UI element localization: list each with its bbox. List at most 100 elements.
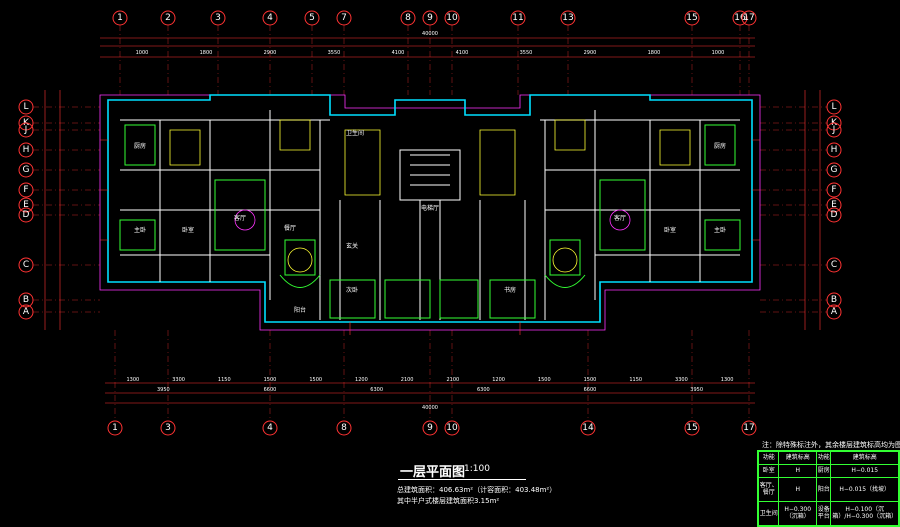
svg-text:4: 4 bbox=[267, 423, 273, 433]
axis-bubble-top: 3 bbox=[210, 10, 226, 26]
svg-text:D: D bbox=[23, 210, 30, 220]
elevation-legend-table: 功能 建筑标高 功能 建筑标高 卧室 H 厨房 H−0.015 客厅、餐厅 H … bbox=[757, 450, 900, 527]
svg-text:H: H bbox=[23, 145, 30, 155]
svg-text:17: 17 bbox=[743, 423, 754, 433]
legend-row: 卧室 H 厨房 H−0.015 bbox=[757, 463, 899, 478]
dimension-label-top: 2900 bbox=[584, 50, 597, 56]
dimension-label-top: 1000 bbox=[712, 50, 725, 56]
room-label: 客厅 bbox=[614, 214, 626, 222]
svg-text:G: G bbox=[23, 165, 30, 175]
legend-cell: 卧室 bbox=[757, 463, 780, 478]
axis-bubble-top: 10 bbox=[444, 10, 460, 26]
legend-header: 功能 bbox=[815, 451, 832, 465]
svg-text:3: 3 bbox=[165, 423, 171, 433]
svg-text:1: 1 bbox=[112, 423, 118, 433]
legend-cell: 客厅、餐厅 bbox=[757, 476, 780, 502]
svg-text:15: 15 bbox=[686, 423, 697, 433]
dimension-label-bottom: 6300 bbox=[477, 387, 490, 393]
building-walls bbox=[99, 94, 761, 335]
svg-text:3: 3 bbox=[215, 13, 221, 23]
room-label: 次卧 bbox=[346, 286, 358, 294]
svg-text:A: A bbox=[831, 307, 838, 317]
svg-text:A: A bbox=[23, 307, 30, 317]
axis-bubble-top: 5 bbox=[304, 10, 320, 26]
svg-text:15: 15 bbox=[686, 13, 697, 23]
svg-text:16: 16 bbox=[734, 13, 746, 23]
room-labels: 主卧 卧室 客厅 厨房 餐厅 卫生间 玄关 电梯厅 阳台 次卧 客厅 卧室 主卧… bbox=[134, 129, 726, 314]
svg-text:9: 9 bbox=[427, 423, 433, 433]
svg-text:C: C bbox=[23, 260, 29, 270]
dimension-label-top: 3550 bbox=[328, 50, 341, 56]
axis-bubble-bottom: 10 bbox=[444, 420, 460, 436]
axis-bubble-bottom: 8 bbox=[336, 420, 352, 436]
svg-text:8: 8 bbox=[341, 423, 347, 433]
axis-bubble-bottom: 9 bbox=[422, 420, 438, 436]
legend-cell: H−0.100（沉箱）/H−0.300（沉箱） bbox=[830, 500, 899, 527]
svg-text:G: G bbox=[831, 165, 838, 175]
axis-bubble-right: E bbox=[826, 197, 842, 213]
dimension-label-bottom: 3950 bbox=[690, 387, 703, 393]
dimension-label-bottom: 3300 bbox=[172, 377, 185, 383]
legend-cell: H bbox=[778, 463, 817, 478]
legend-header: 功能 bbox=[757, 451, 780, 465]
dimension-label-top: 4100 bbox=[456, 50, 469, 56]
svg-text:11: 11 bbox=[512, 13, 523, 23]
dimension-label-bottom: 2100 bbox=[446, 377, 459, 383]
svg-text:D: D bbox=[831, 210, 838, 220]
drawing-scale: 1:100 bbox=[464, 464, 490, 474]
overall-dim-bottom: 40000 bbox=[422, 405, 438, 411]
dimension-label-bottom: 1300 bbox=[126, 377, 139, 383]
area-summary: 总建筑面积：406.63m²（计容面积：403.48m²） bbox=[397, 486, 557, 494]
dimension-label-bottom: 6600 bbox=[264, 387, 277, 393]
svg-text:13: 13 bbox=[562, 13, 573, 23]
axis-bubble-left: J bbox=[18, 122, 34, 138]
room-label: 玄关 bbox=[346, 242, 358, 250]
axis-bubble-left: E bbox=[18, 197, 34, 213]
dimension-label-bottom: 1500 bbox=[309, 377, 322, 383]
area-summary-sub: 其中半户式楼层建筑面积3.15m² bbox=[397, 497, 500, 505]
room-label: 电梯厅 bbox=[421, 204, 439, 212]
room-label: 书房 bbox=[504, 286, 516, 294]
legend-cell: H−0.015（找坡） bbox=[830, 476, 899, 502]
svg-text:5: 5 bbox=[309, 13, 315, 23]
axis-bubble-bottom: 15 bbox=[684, 420, 700, 436]
svg-text:10: 10 bbox=[446, 423, 458, 433]
axis-bubble-right: J bbox=[826, 122, 842, 138]
legend-cell: 卫生间 bbox=[757, 500, 780, 527]
dimension-label-bottom: 1150 bbox=[629, 377, 642, 383]
dimension-label-top: 1800 bbox=[648, 50, 661, 56]
svg-text:L: L bbox=[831, 102, 836, 112]
svg-text:B: B bbox=[831, 295, 837, 305]
legend-header: 建筑标高 bbox=[778, 451, 817, 465]
svg-text:2: 2 bbox=[165, 13, 171, 23]
axis-bubble-top: 17 bbox=[741, 10, 757, 26]
axis-bubble-left: C bbox=[18, 257, 34, 273]
svg-text:7: 7 bbox=[341, 13, 347, 23]
axis-bubble-top: 4 bbox=[262, 10, 278, 26]
dimension-lines bbox=[44, 37, 821, 404]
room-label: 餐厅 bbox=[284, 224, 296, 232]
axis-bubble-right: H bbox=[826, 142, 842, 158]
axis-bubble-bottom: 4 bbox=[262, 420, 278, 436]
svg-text:10: 10 bbox=[446, 13, 458, 23]
drawing-note: 注：除特殊标注外，其余楼层建筑标高均为图示标高 bbox=[762, 441, 900, 449]
svg-text:E: E bbox=[831, 200, 837, 210]
axis-bubble-left: H bbox=[18, 142, 34, 158]
dimension-label-bottom: 1500 bbox=[538, 377, 551, 383]
room-label: 客厅 bbox=[234, 214, 246, 222]
axis-bubble-right: F bbox=[826, 182, 842, 198]
legend-cell: 阳台 bbox=[815, 476, 832, 502]
svg-text:H: H bbox=[831, 145, 838, 155]
room-label: 阳台 bbox=[294, 306, 306, 314]
axis-bubble-right: B bbox=[826, 292, 842, 308]
axis-bubble-top: 11 bbox=[510, 10, 526, 26]
dimension-label-bottom: 2100 bbox=[401, 377, 414, 383]
axis-bubble-top: 7 bbox=[336, 10, 352, 26]
axis-bubble-top: 1 bbox=[112, 10, 128, 26]
